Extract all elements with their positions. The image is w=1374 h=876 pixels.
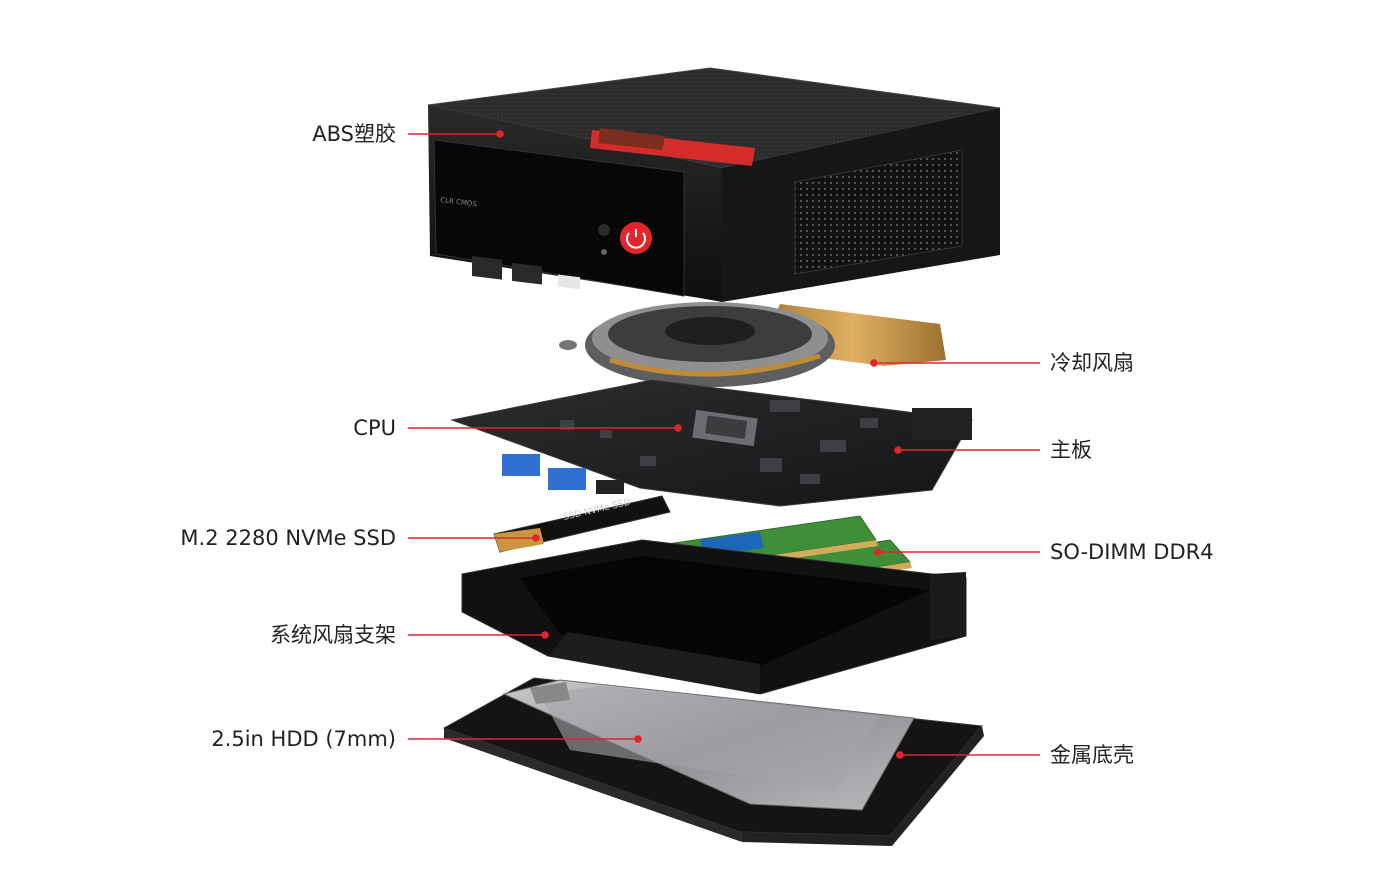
label-motherboard: 主板 — [1050, 438, 1092, 462]
label-cooling-fan: 冷却风扇 — [1050, 351, 1134, 375]
label-abs-plastic: ABS塑胶 — [312, 122, 396, 146]
fan-bracket — [461, 539, 967, 695]
label-hdd: 2.5in HDD (7mm) — [211, 727, 396, 751]
leader-lines — [408, 130, 1040, 759]
cooling-fan — [559, 302, 946, 387]
hdd — [502, 679, 915, 811]
label-ram: SO-DIMM DDR4 — [1050, 540, 1214, 564]
label-metal-shell: 金属底壳 — [1050, 743, 1134, 767]
motherboard — [450, 379, 973, 507]
top-case: CLR CMOS — [427, 67, 1001, 302]
label-cpu: CPU — [353, 416, 396, 440]
label-fan-bracket: 系统风扇支架 — [270, 623, 396, 647]
power-button-illustration — [620, 222, 652, 254]
label-ssd: M.2 2280 NVMe SSD — [180, 526, 396, 550]
